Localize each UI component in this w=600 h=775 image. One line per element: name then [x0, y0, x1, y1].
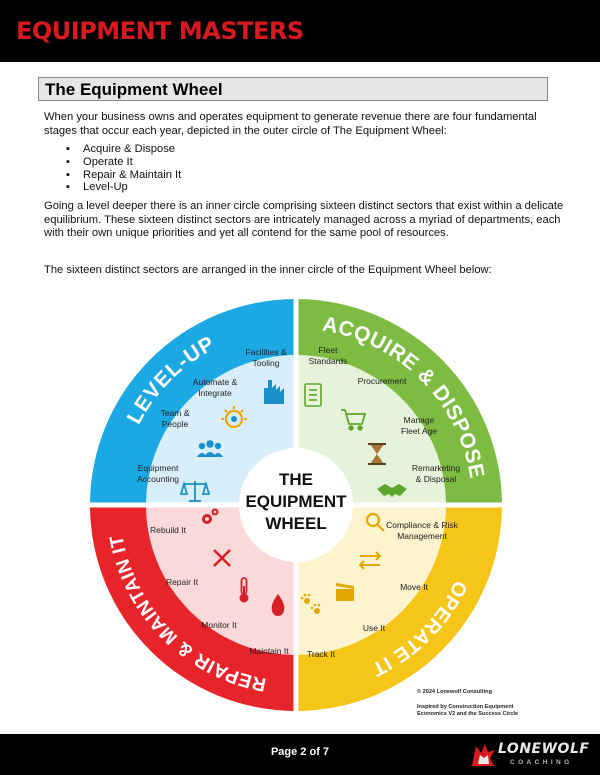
page-separator: of — [306, 746, 323, 758]
sector-rebuild-label: Rebuild It — [150, 525, 187, 535]
inspired-line-2: Economics V2 and the Success Circle — [417, 711, 519, 717]
sector-track-label: Track It — [307, 649, 336, 659]
center-title-line2: EQUIPMENT — [245, 492, 347, 511]
thermometer-icon — [239, 577, 249, 603]
section-title-box: The Equipment Wheel — [38, 77, 548, 101]
factory-icon — [264, 380, 284, 404]
stage-item: Operate It — [66, 156, 181, 169]
people-icon — [197, 440, 223, 457]
arrows-exchange-icon — [358, 551, 382, 570]
sector-compliance-label-1: Compliance & Risk — [386, 520, 459, 530]
stages-list: Acquire & Dispose Operate It Repair & Ma… — [66, 143, 181, 194]
intro-paragraph: When your business owns and operates equ… — [44, 111, 537, 137]
section-title: The Equipment Wheel — [45, 80, 223, 99]
tools-icon — [213, 549, 231, 567]
sector-team-label-2: People — [162, 419, 189, 429]
lonewolf-logo: LONEWOLF COACHING — [468, 740, 590, 770]
stage-item: Repair & Maintain It — [66, 169, 181, 182]
sector-move-label: Move It — [400, 582, 429, 592]
sector-fleet-age-label-2: Fleet Age — [401, 426, 437, 436]
handshake-icon — [377, 484, 407, 497]
magnifier-icon — [365, 512, 385, 532]
stage-item: Acquire & Dispose — [66, 143, 181, 156]
sector-facilities-label-2: Tooling — [253, 358, 280, 368]
sector-monitor-label: Monitor It — [201, 620, 237, 630]
center-title-line1: THE — [279, 470, 313, 489]
sector-remarketing-label-1: Remarketing — [412, 463, 460, 473]
drop-icon — [271, 594, 285, 616]
equipment-wheel: LEVEL-UP ACQUIRE & DISPOSE OPERATE IT RE… — [88, 297, 504, 713]
equipment-wheel-graphic: LEVEL-UP ACQUIRE & DISPOSE OPERATE IT RE… — [88, 297, 504, 713]
checklist-icon — [304, 383, 322, 407]
sector-fleet-standards-label-1: Fleet — [319, 345, 339, 355]
sector-facilities-label-1: Facilities & — [245, 347, 286, 357]
page-total: 7 — [322, 746, 330, 758]
sector-accounting-label-2: Accounting — [137, 474, 179, 484]
page-current: 2 — [300, 746, 307, 758]
sector-use-label: Use It — [363, 623, 386, 633]
sector-fleet-age-label-1: Manage — [404, 415, 435, 425]
sector-maintain-label: Maintain It — [249, 646, 289, 656]
wheel-center — [239, 448, 353, 562]
hourglass-icon — [368, 443, 386, 465]
sector-remarketing-label-2: & Disposal — [416, 474, 457, 484]
sector-fleet-standards-label-2: Standards — [309, 356, 348, 366]
page-prefix: Page — [270, 746, 301, 758]
logo-subtitle: COACHING — [510, 759, 573, 766]
sector-compliance-label-2: Management — [397, 531, 447, 541]
gears-icon — [202, 508, 219, 524]
shopping-cart-icon — [341, 409, 367, 431]
sector-team-label-1: Team & — [161, 408, 190, 418]
scales-icon — [179, 480, 211, 502]
sectors-paragraph: Going a level deeper there is an inner c… — [44, 200, 564, 240]
lightbulb-gear-icon — [221, 406, 247, 429]
header-bar: EQUIPMENT MASTERS — [0, 0, 600, 62]
paw-prints-icon — [300, 593, 321, 614]
stage-item: Level-Up — [66, 181, 181, 194]
logo-wordmark: LONEWOLF — [498, 741, 590, 757]
page-indicator: Page 2 of 7 — [0, 746, 600, 758]
brand-title: EQUIPMENT MASTERS — [16, 17, 304, 45]
footer-bar: Page 2 of 7 LONEWOLF COACHING — [0, 734, 600, 775]
sector-automate-label-2: Integrate — [198, 388, 232, 398]
sector-automate-label-1: Automate & — [193, 377, 238, 387]
wolf-head-icon — [472, 744, 495, 766]
sector-procurement-label: Procurement — [358, 376, 407, 386]
center-title-line3: WHEEL — [265, 514, 326, 533]
sector-accounting-label-1: Equipment — [138, 463, 179, 473]
inspired-line-1: Inspired by Construction Equipment — [417, 704, 514, 710]
clapperboard-icon — [336, 583, 354, 601]
copyright-text: © 2024 Lonewolf Consulting — [417, 689, 492, 695]
wheel-intro-paragraph: The sixteen distinct sectors are arrange… — [44, 264, 492, 276]
sector-repair-label: Repair It — [166, 577, 199, 587]
